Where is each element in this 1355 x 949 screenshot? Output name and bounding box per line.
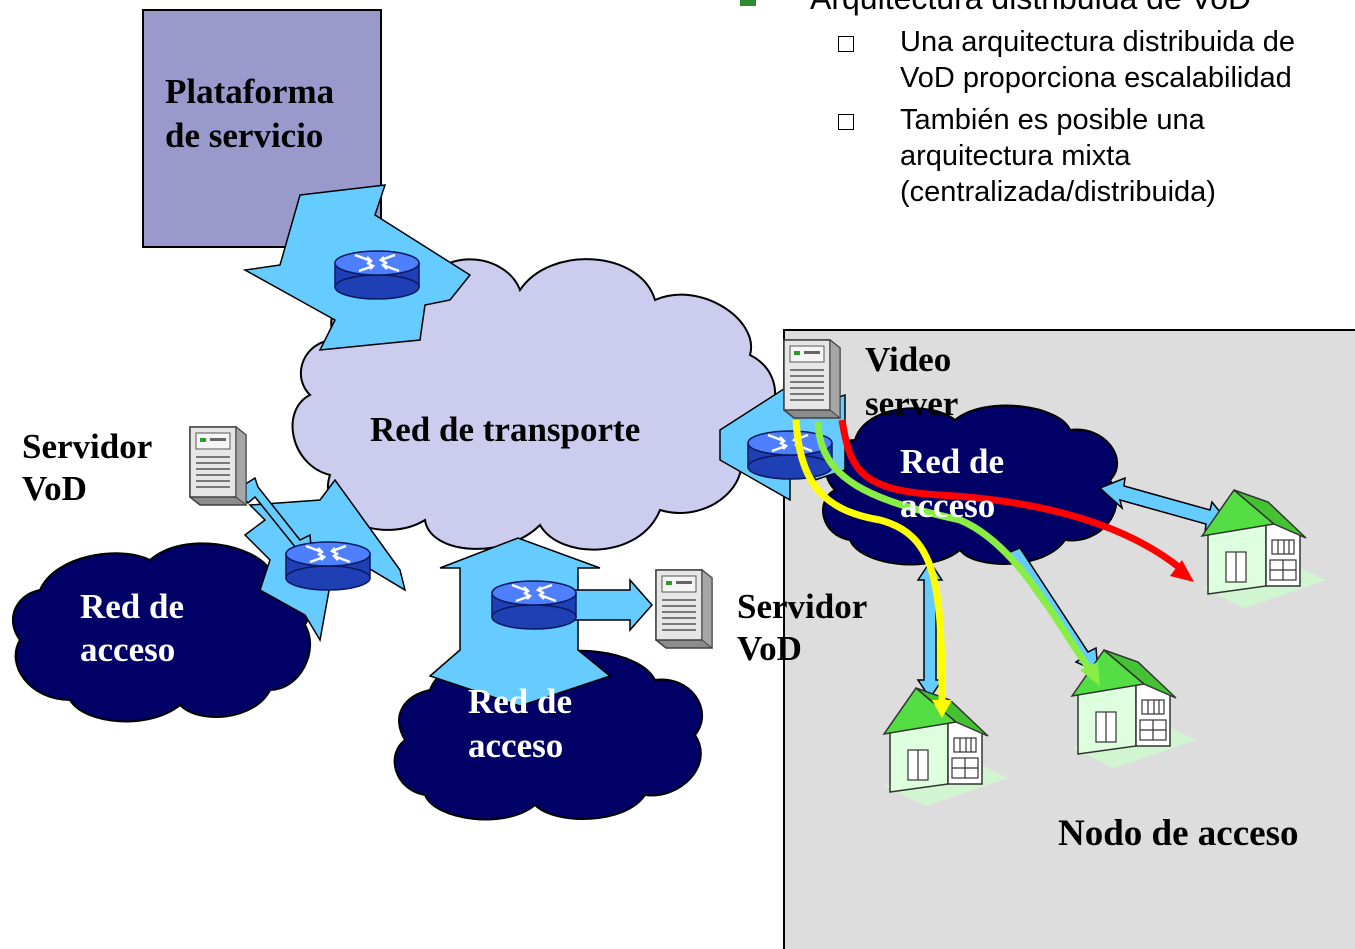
server-icon <box>783 339 841 419</box>
router-icon <box>333 249 421 301</box>
flow-green <box>814 421 1095 675</box>
flow-red-arrowhead <box>1170 560 1194 582</box>
bullet-main-text: Arquitectura distribuida de VoD <box>810 0 1251 16</box>
access-right-label-line2: acceso <box>900 486 996 525</box>
flow-green-arrowhead <box>1080 662 1100 686</box>
flow-yellow-arrowhead <box>932 700 952 718</box>
platform-label-line1: Plataforma <box>165 72 335 111</box>
bullet-list: Arquitectura distribuida de VoD Una arqu… <box>740 0 1355 210</box>
access-middle-label-line1: Red de <box>468 682 573 721</box>
server-icon <box>655 569 713 649</box>
bullet-box-icon <box>838 114 854 130</box>
transport-label: Red de transporte <box>370 410 641 449</box>
video-server-label-line2: server <box>865 384 959 423</box>
access-left-label-line2: acceso <box>80 630 176 669</box>
bullet-box-icon <box>838 36 854 52</box>
access-right-label-line1: Red de <box>900 442 1005 481</box>
bullet-sub-2-line3: (centralizada/distribuida) <box>900 176 1216 208</box>
flow-yellow <box>792 419 946 701</box>
vod-server-left-label-line1: Servidor <box>22 427 153 466</box>
bullet-sub-1: Una arquitectura distribuida de VoD prop… <box>740 24 1355 96</box>
access-node-label: Nodo de acceso <box>1058 813 1299 854</box>
bullet-sub-2: También es posible una arquitectura mixt… <box>740 102 1355 210</box>
flow-red <box>838 419 1183 571</box>
video-server-label-line1: Video <box>865 340 952 379</box>
vod-server-middle-label-line2: VoD <box>737 629 802 668</box>
bullet-sub-2-line1: También es posible una <box>900 104 1205 136</box>
arrow-router-vod-mid <box>569 578 653 632</box>
access-left-label-line1: Red de <box>80 587 185 626</box>
bullet-sub-2-line2: arquitectura mixta <box>900 140 1131 172</box>
router-icon <box>490 579 578 631</box>
platform-label-line2: de servicio <box>165 116 324 155</box>
access-cloud-left <box>11 542 311 723</box>
bullet-main: Arquitectura distribuida de VoD <box>740 0 1355 18</box>
server-icon <box>189 426 247 506</box>
bullet-sub-1-line2: VoD proporciona escalabilidad <box>900 62 1292 94</box>
vod-server-middle-label-line1: Servidor <box>737 587 868 626</box>
access-middle-label-line2: acceso <box>468 726 564 765</box>
bullet-sub-1-line1: Una arquitectura distribuida de <box>900 26 1295 58</box>
bullet-square-icon <box>740 0 756 6</box>
router-icon <box>284 540 372 592</box>
vod-server-left-label-line2: VoD <box>22 469 87 508</box>
